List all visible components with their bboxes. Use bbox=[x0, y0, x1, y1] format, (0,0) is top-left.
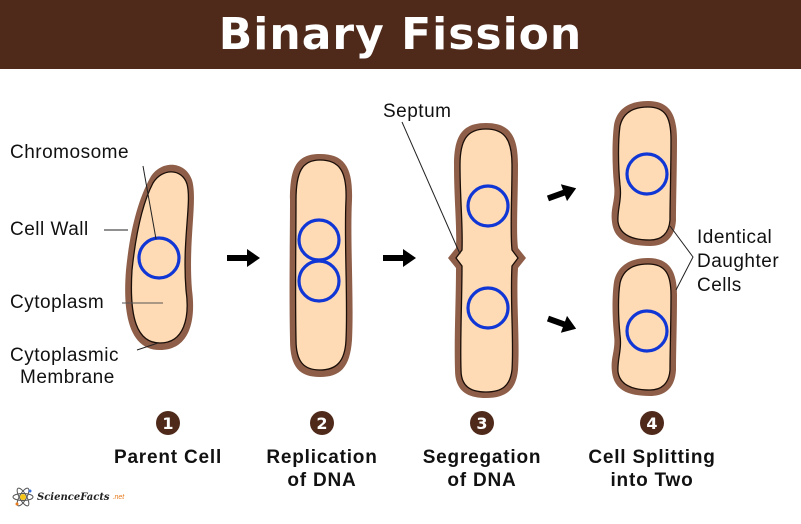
chromosome-copy-2 bbox=[297, 259, 341, 303]
page-title: Binary Fission bbox=[218, 9, 583, 60]
septum-leader bbox=[401, 121, 461, 255]
cytoplasm bbox=[617, 106, 672, 241]
label-chromosome: Chromosome bbox=[10, 142, 130, 163]
label-identical-daughter-cells: Identical bbox=[697, 227, 773, 248]
step-label-line: into Two bbox=[610, 470, 694, 491]
step-number-3: 3 bbox=[470, 411, 494, 435]
step-label-2: Replication of DNA bbox=[266, 446, 377, 492]
arrow-icon bbox=[383, 249, 416, 267]
atom-icon bbox=[12, 487, 34, 507]
parent-cell bbox=[125, 164, 194, 350]
daughter-cell-top bbox=[611, 101, 677, 246]
arrow-icon bbox=[546, 184, 577, 202]
step-label-line: Parent Cell bbox=[113, 447, 223, 468]
cytoplasm bbox=[455, 128, 519, 393]
label-cytoplasm: Cytoplasm bbox=[10, 292, 105, 313]
step-label-line: Segregation bbox=[422, 447, 542, 468]
step-label-line: of DNA bbox=[287, 470, 357, 491]
step-label-line: Cell Splitting bbox=[588, 447, 716, 468]
cytoplasm bbox=[617, 263, 672, 391]
chromosome-top bbox=[466, 184, 510, 228]
arrow-icon bbox=[227, 249, 260, 267]
logo-suffix: .net bbox=[112, 493, 125, 501]
chromosome bbox=[625, 309, 669, 353]
daughter-cell-bottom bbox=[611, 258, 677, 396]
label-septum: Septum bbox=[383, 101, 452, 122]
step-number-1: 1 bbox=[156, 411, 180, 435]
daughter-leader bbox=[669, 225, 694, 291]
cytoplasm bbox=[130, 171, 190, 344]
step-label-4: Cell Splitting into Two bbox=[588, 446, 715, 492]
step-label-line: of DNA bbox=[447, 470, 517, 491]
chromosome-bottom bbox=[466, 286, 510, 330]
label-cytoplasmic-membrane-line2: Membrane bbox=[20, 367, 115, 388]
leader-lines bbox=[104, 121, 694, 351]
replicating-cell bbox=[289, 154, 353, 377]
membrane-leader bbox=[136, 342, 159, 351]
step-number-2: 2 bbox=[310, 411, 334, 435]
chromosome bbox=[625, 152, 669, 196]
label-cell-wall: Cell Wall bbox=[10, 219, 89, 240]
chromosome-leader bbox=[142, 165, 157, 240]
label-identical-daughter-cells-line3: Cells bbox=[697, 275, 742, 296]
step-label-1: Parent Cell bbox=[114, 446, 222, 469]
segregating-cell bbox=[448, 123, 526, 398]
logo-text: ScienceFacts bbox=[37, 491, 110, 503]
cytoplasm bbox=[294, 159, 348, 371]
chromosome bbox=[137, 236, 181, 280]
label-identical-daughter-cells-line2: Daughter bbox=[697, 251, 780, 272]
step-label-line: Replication bbox=[266, 447, 378, 468]
arrow-icon bbox=[546, 315, 577, 333]
step-number-4: 4 bbox=[640, 411, 664, 435]
title-banner: Binary Fission bbox=[0, 0, 801, 69]
label-cytoplasmic-membrane: Cytoplasmic bbox=[10, 345, 119, 366]
step-label-3: Segregation of DNA bbox=[423, 446, 542, 492]
sciencefacts-logo: ScienceFacts.net bbox=[12, 487, 124, 507]
